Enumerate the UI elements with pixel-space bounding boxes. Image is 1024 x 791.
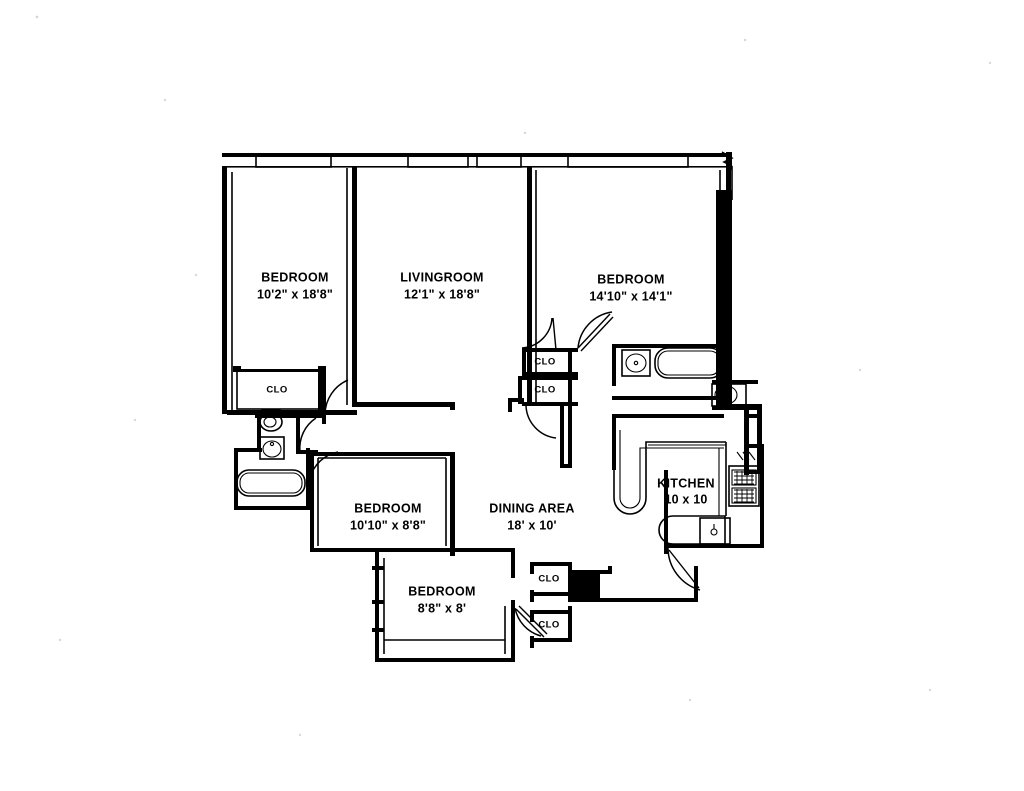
closets-center: CLO CLO: [508, 348, 578, 468]
room-label-name: KITCHEN: [657, 476, 715, 490]
room-label-name: DINING AREA: [489, 501, 574, 515]
room-label-dims: 10 x 10: [664, 492, 707, 506]
hallway-walls: [612, 414, 762, 474]
door-bedroom-top-right: [577, 311, 614, 352]
room-label-name: BEDROOM: [408, 584, 475, 598]
room-label-bedroom-top-left: BEDROOM 10'2" x 18'8": [257, 270, 333, 301]
door-bedroom-mid-left: [309, 451, 339, 479]
room-label-dims: 8'8" x 8': [418, 601, 466, 615]
closet-label: CLO: [266, 385, 287, 396]
bathroom-left: [234, 409, 325, 510]
door-closet-center-lower: [525, 405, 557, 439]
dining-shaft: [568, 570, 600, 602]
closet-bedroom-top-left: CLO: [233, 366, 326, 414]
kitchen-counter: [613, 428, 726, 515]
room-label-bedroom-mid-left: BEDROOM 10'10" x 8'8": [350, 501, 426, 532]
room-label-dims: 12'1" x 18'8": [404, 287, 480, 301]
door-hall-left: [299, 417, 317, 453]
bedroom-mid-left: [310, 452, 458, 556]
kitchen-stove: [728, 451, 760, 507]
closet-label: CLO: [538, 574, 559, 585]
closet-label: CLO: [538, 620, 559, 631]
closet-label: CLO: [534, 385, 555, 396]
room-label-bedroom-top-right: BEDROOM 14'10" x 14'1": [589, 272, 672, 303]
room-label-name: BEDROOM: [597, 272, 664, 286]
room-label-name: BEDROOM: [354, 501, 421, 515]
room-label-dims: 14'10" x 14'1": [589, 289, 672, 303]
closets-dining: CLO CLO: [530, 562, 698, 648]
room-label-name: BEDROOM: [261, 270, 328, 284]
room-label-bedroom-bottom: BEDROOM 8'8" x 8': [408, 584, 475, 615]
room-label-name: LIVINGROOM: [400, 270, 484, 284]
window-1: [255, 153, 332, 168]
bedroom-bottom: [372, 548, 515, 662]
bathroom-right: [612, 344, 762, 410]
structure-walls: [222, 166, 762, 475]
bathroom-right-tub: [654, 347, 724, 379]
bathroom-left-toilet: [259, 409, 283, 432]
room-labels: BEDROOM 10'2" x 18'8" LIVINGROOM 12'1" x…: [257, 270, 672, 615]
window-3: [476, 153, 522, 168]
room-label-dining-area: DINING AREA 18' x 10': [489, 501, 574, 532]
room-label-dims: 18' x 10': [507, 518, 556, 532]
room-label-dims: 10'10" x 8'8": [350, 518, 426, 532]
exterior-top-wall: [222, 151, 734, 170]
door-kitchen-exit: [664, 544, 701, 591]
room-label-livingroom: LIVINGROOM 12'1" x 18'8": [400, 270, 484, 301]
kitchen-sink: [658, 515, 731, 545]
kitchen: KITCHEN 10 x 10: [613, 428, 764, 548]
paper-specks: [35, 15, 992, 737]
window-2: [407, 153, 469, 168]
closet-label: CLO: [534, 357, 555, 368]
window-4: [567, 153, 689, 168]
bathroom-left-tub: [236, 469, 306, 497]
room-label-dims: 10'2" x 18'8": [257, 287, 333, 301]
bathroom-left-sink: [259, 436, 285, 460]
door-closet-center-upper: [521, 317, 557, 351]
bathroom-right-sink: [621, 349, 651, 377]
